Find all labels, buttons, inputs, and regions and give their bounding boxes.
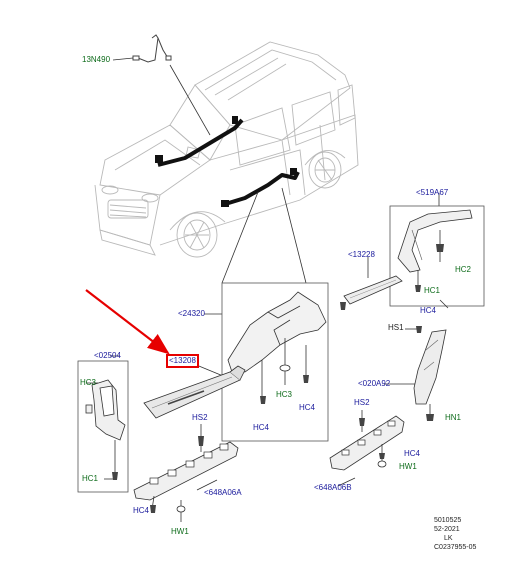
cable-13n490 <box>132 34 172 63</box>
label-13228: <13228 <box>348 250 375 259</box>
vehicle-trim-highlight <box>157 118 300 207</box>
label-24320: <24320 <box>178 309 205 318</box>
meta-line-4: C0237955-05 <box>434 544 477 551</box>
meta-line-1: 5010525 <box>434 517 462 524</box>
detail-box-519a67 <box>389 205 485 309</box>
part-648a06b-bracket <box>329 410 405 471</box>
meta-line-2: 52-2021 <box>434 526 460 533</box>
part-13208-scuff-plate <box>143 365 246 419</box>
label-hc3-left: HC3 <box>80 378 97 387</box>
label-hc1-left: HC1 <box>82 474 99 483</box>
detail-box-02504 <box>77 360 129 493</box>
label-020a92: <020A92 <box>358 379 391 388</box>
label-519a67: <519A67 <box>416 188 449 197</box>
label-hc3-center: HC3 <box>276 390 293 399</box>
label-02504: <02504 <box>94 351 121 360</box>
part-648a06a-bracket <box>133 424 239 522</box>
label-hw1-left: HW1 <box>171 527 189 536</box>
label-hn1-right: HN1 <box>445 413 462 422</box>
label-hc1-right: HC1 <box>424 286 441 295</box>
illustration-meta: 5010525 52-2021 LK C0237955-05 <box>434 516 476 552</box>
vehicle-illustration <box>94 41 359 258</box>
label-hc2-right: HC2 <box>455 265 472 274</box>
label-hw1-right: HW1 <box>399 462 417 471</box>
label-hs2-right: HS2 <box>354 398 370 407</box>
part-020a92-pillar <box>405 326 447 421</box>
vehicle-trim-dots <box>155 116 297 207</box>
label-hc4-right-2: HC4 <box>404 449 421 458</box>
label-hs1-right: HS1 <box>388 323 404 332</box>
meta-line-3: LK <box>444 535 453 542</box>
detail-box-24320 <box>221 282 329 442</box>
label-hc4-center-2: HC4 <box>299 403 316 412</box>
red-pointer-arrow <box>85 289 170 355</box>
part-13228-trim <box>340 275 403 310</box>
label-hs2-left: HS2 <box>192 413 208 422</box>
label-hc4-right: HC4 <box>420 306 437 315</box>
label-hc4-left: HC4 <box>133 506 150 515</box>
leader-lines <box>110 57 440 491</box>
label-648a06a: <648A06A <box>204 488 242 497</box>
label-13208-highlighted[interactable]: <13208 <box>166 354 199 368</box>
label-hc4-center-1: HC4 <box>253 423 270 432</box>
label-13n490: 13N490 <box>82 55 111 64</box>
label-648a06b: <648A06B <box>314 483 352 492</box>
